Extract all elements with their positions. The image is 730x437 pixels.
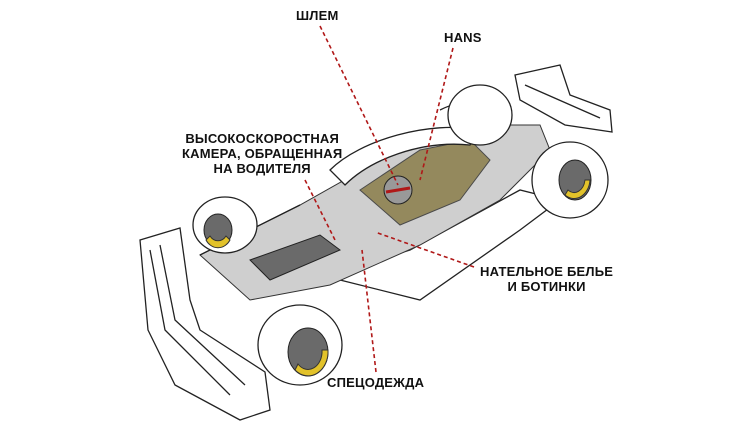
label-camera-line1: ВЫСОКОСКОРОСТНАЯ	[185, 131, 340, 146]
label-camera-line3: НА ВОДИТЕЛЯ	[213, 161, 311, 176]
helmet-leader	[319, 25, 399, 186]
rear-wing	[514, 64, 613, 133]
label-helmet: ШЛЕМ	[296, 8, 339, 23]
label-overalls: СПЕЦОДЕЖДА	[327, 375, 425, 390]
underwear-leader	[374, 231, 475, 268]
label-underwear-line1: НАТЕЛЬНОЕ БЕЛЬЕ	[480, 264, 614, 279]
driver-helmet	[383, 175, 413, 205]
hans-leader	[419, 47, 454, 181]
wheels	[192, 84, 609, 386]
front-wing	[139, 227, 271, 421]
label-camera-line2: КАМЕРА, ОБРАЩЕННАЯ	[182, 146, 343, 161]
label-underwear-line2: И БОТИНКИ	[507, 279, 586, 294]
label-underwear: НАТЕЛЬНОЕ БЕЛЬЕ И БОТИНКИ	[480, 264, 613, 294]
leader-lines	[304, 25, 475, 373]
label-camera: ВЫСОКОСКОРОСТНАЯ КАМЕРА, ОБРАЩЕННАЯ НА В…	[182, 131, 342, 176]
label-hans: HANS	[444, 30, 482, 45]
